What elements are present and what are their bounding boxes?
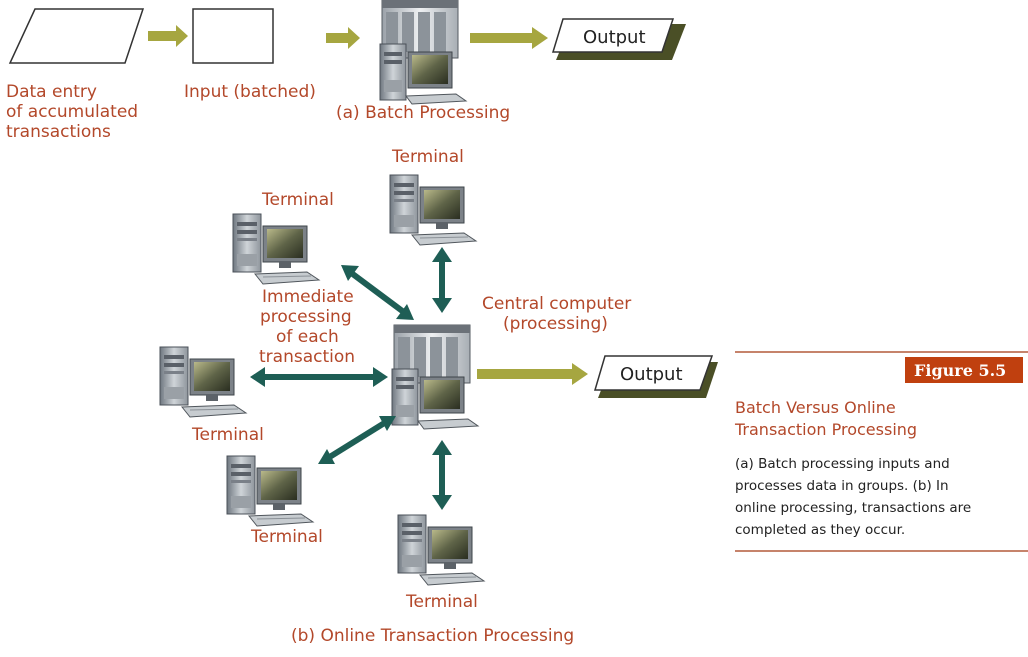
figure-body-line3: online processing, transactions are bbox=[735, 500, 971, 516]
double-arrow-bottom bbox=[432, 440, 452, 510]
terminal-top-icon bbox=[389, 174, 477, 246]
figure-title-line1: Batch Versus Online bbox=[735, 398, 896, 417]
batch-server-icon bbox=[379, 0, 467, 105]
batch-output-shape bbox=[551, 18, 686, 60]
terminal-upper-left-icon bbox=[232, 213, 320, 285]
data-entry-document-shape bbox=[8, 8, 145, 64]
data-entry-label-line1: Data entry bbox=[6, 82, 97, 102]
figure-tag: Figure 5.5 bbox=[914, 361, 1006, 380]
double-arrow-left bbox=[250, 367, 388, 387]
data-entry-label-line2: of accumulated bbox=[6, 102, 138, 122]
input-batched-label: Input (batched) bbox=[184, 82, 316, 102]
figure-title-line2: Transaction Processing bbox=[734, 420, 917, 439]
double-arrow-upper-left bbox=[341, 265, 414, 320]
immediate-processing-line3: of each bbox=[276, 327, 339, 347]
batch-processing-section: Output Data entry of accumulated transac… bbox=[6, 0, 686, 142]
olive-arrow bbox=[148, 25, 188, 47]
online-processing-section: Terminal Terminal Terminal Terminal Term… bbox=[159, 147, 718, 646]
figure-caption-panel: Figure 5.5 Batch Versus Online Transacti… bbox=[734, 351, 1028, 552]
figure-tag-background bbox=[905, 357, 1023, 383]
input-batched-box bbox=[192, 8, 274, 64]
central-computer-label-line1: Central computer bbox=[482, 294, 631, 314]
terminal-top-label: Terminal bbox=[391, 147, 464, 167]
olive-arrow bbox=[470, 27, 548, 49]
data-entry-label-line3: transactions bbox=[6, 122, 111, 142]
central-computer-label-line2: (processing) bbox=[503, 314, 608, 334]
terminal-bottom-icon bbox=[397, 514, 485, 586]
olive-arrow bbox=[477, 363, 588, 385]
figure-body-line1: (a) Batch processing inputs and bbox=[735, 456, 950, 472]
figure-body-line2: processes data in groups. (b) In bbox=[735, 478, 949, 494]
terminal-left-label: Terminal bbox=[191, 425, 264, 445]
double-arrow-lower-left bbox=[318, 416, 396, 464]
online-output-shape bbox=[593, 355, 718, 398]
immediate-processing-line2: processing bbox=[260, 307, 352, 327]
immediate-processing-line1: Immediate bbox=[262, 287, 354, 307]
central-computer-icon bbox=[391, 324, 479, 430]
batch-output-label: Output bbox=[583, 27, 646, 48]
immediate-processing-line4: transaction bbox=[259, 347, 355, 367]
terminal-bottom-label: Terminal bbox=[405, 592, 478, 612]
terminal-upper-left-label: Terminal bbox=[261, 190, 334, 210]
terminal-lower-left-label: Terminal bbox=[250, 527, 323, 547]
batch-processing-caption: (a) Batch Processing bbox=[336, 103, 510, 123]
terminal-lower-left-icon bbox=[226, 455, 314, 527]
terminal-left-icon bbox=[159, 346, 247, 418]
olive-arrow bbox=[326, 27, 360, 49]
double-arrow-top bbox=[432, 247, 452, 313]
online-processing-caption: (b) Online Transaction Processing bbox=[291, 626, 574, 646]
online-output-label: Output bbox=[620, 364, 683, 385]
figure-body-line4: completed as they occur. bbox=[735, 522, 905, 538]
